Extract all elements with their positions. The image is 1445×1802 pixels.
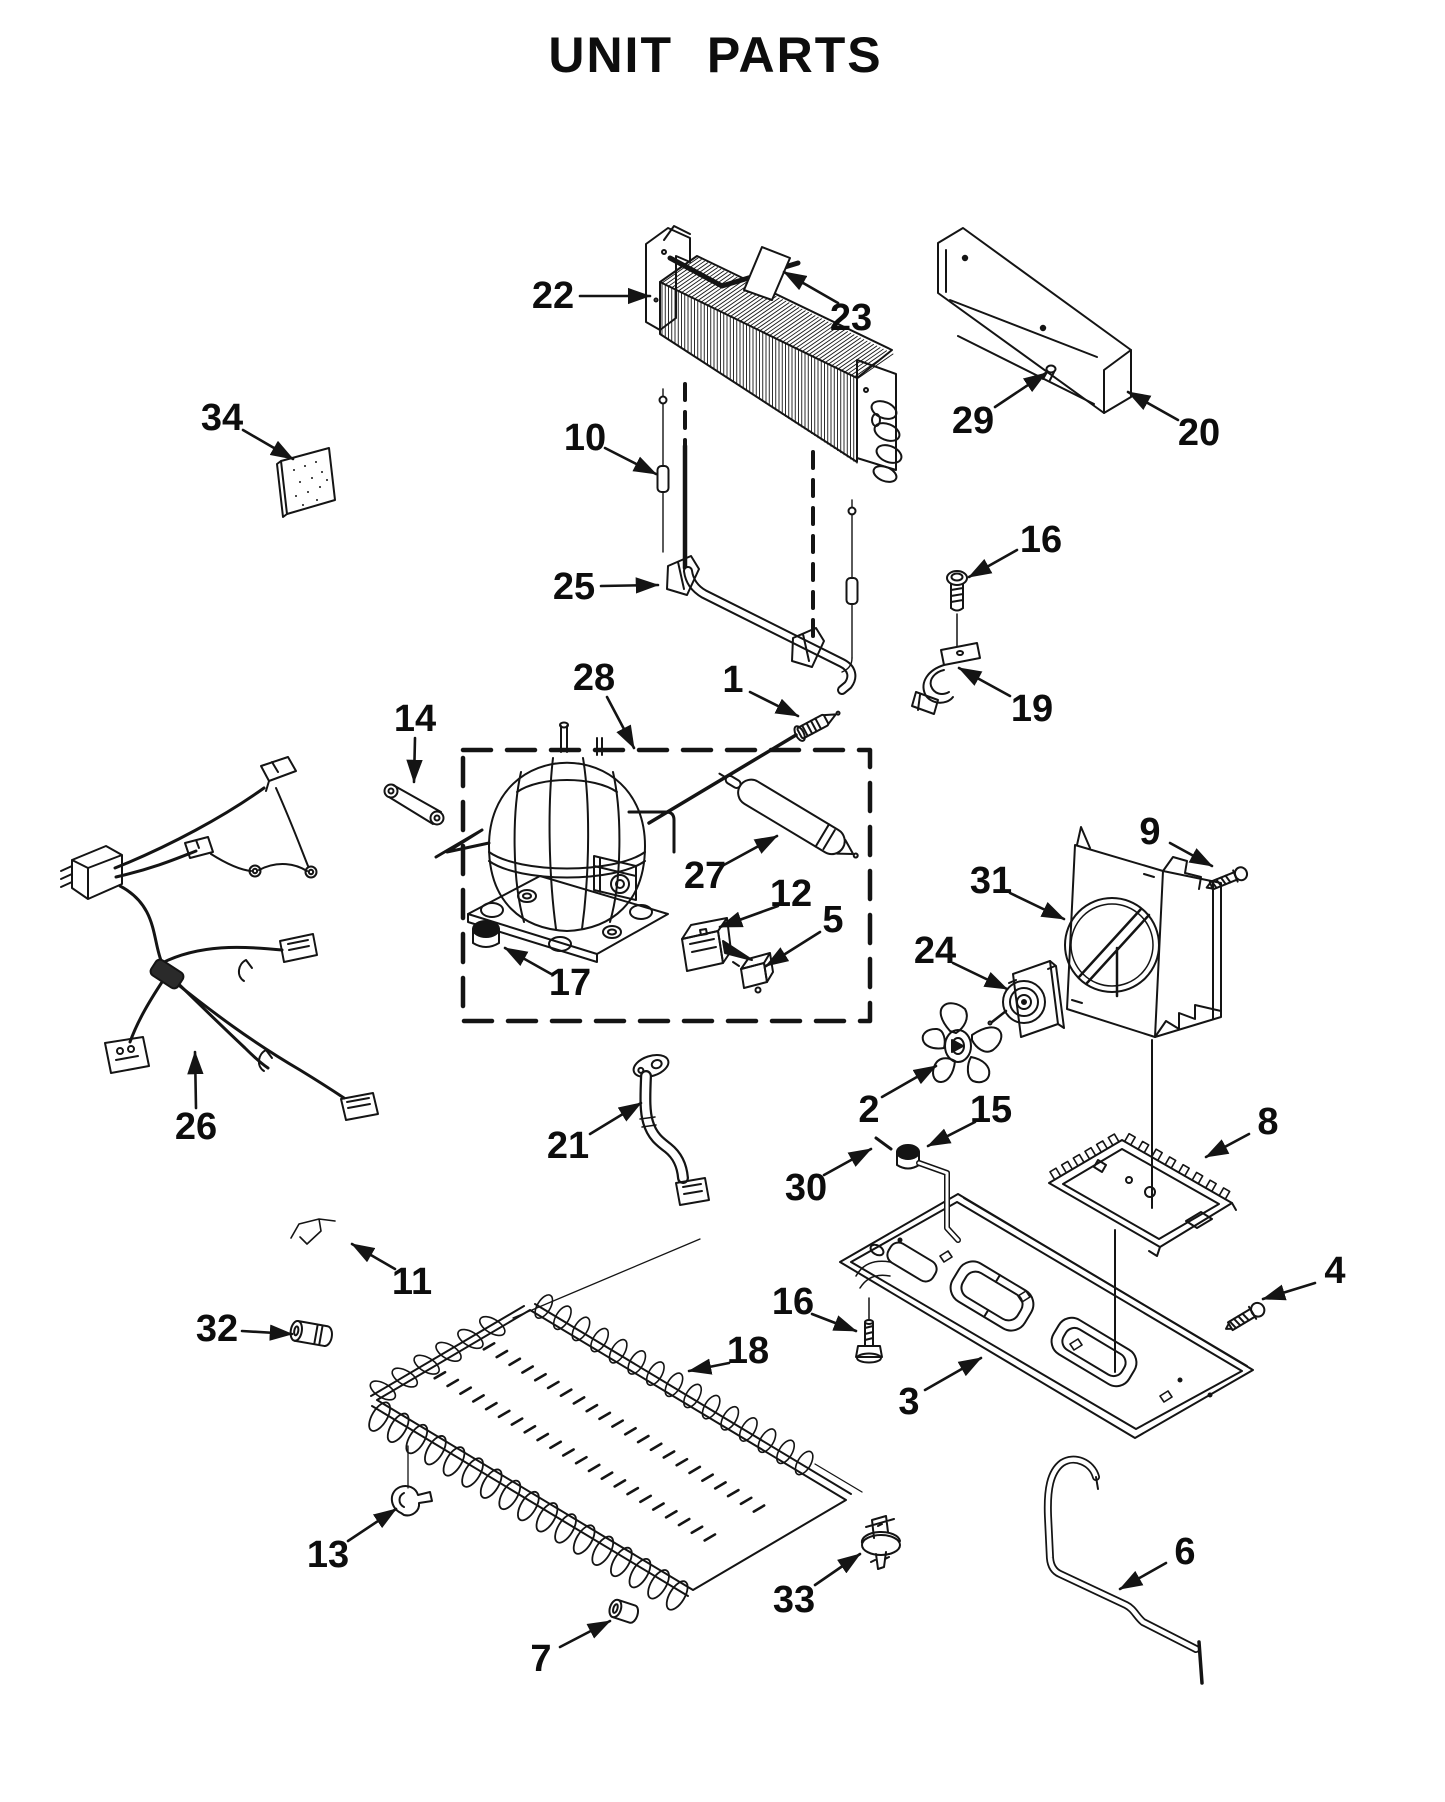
part-fan-blade-2	[921, 1002, 1003, 1084]
callout-27: 27	[683, 855, 727, 897]
callout-16b: 16	[771, 1281, 815, 1323]
callout-8: 8	[1257, 1101, 1279, 1143]
callout-3: 3	[898, 1381, 920, 1423]
part-wire-harness-26	[60, 756, 379, 1121]
part-cover-plate-34	[276, 447, 336, 518]
callout-12: 12	[769, 873, 813, 915]
callout-19: 19	[1010, 688, 1054, 730]
part-bushing-7	[608, 1598, 640, 1624]
callout-25: 25	[552, 566, 596, 608]
callout-15: 15	[969, 1089, 1013, 1131]
callout-5: 5	[822, 899, 844, 941]
part-wire-clip-11	[290, 1218, 336, 1245]
part-drain-tube-21	[632, 1053, 710, 1206]
part-mounting-link-14	[383, 783, 445, 826]
callout-21: 21	[546, 1125, 590, 1167]
callout-32: 32	[195, 1308, 239, 1350]
part-screw-16-bottom	[855, 1297, 883, 1364]
part-clip-13	[390, 1485, 433, 1517]
callout-33: 33	[772, 1579, 816, 1621]
part-suction-line-and-shields	[656, 382, 859, 695]
callout-30: 30	[784, 1167, 828, 1209]
part-condenser-tube-6	[1043, 1455, 1204, 1685]
part-fan-shroud-31	[1064, 826, 1222, 1373]
part-evaporator-22	[645, 225, 903, 483]
part-grommet-17	[472, 920, 500, 948]
callout-28: 28	[572, 657, 616, 699]
part-base-pan-3	[839, 1193, 1254, 1439]
callout-11: 11	[391, 1261, 433, 1303]
part-screw-4	[1224, 1301, 1266, 1332]
part-compressor-body	[434, 721, 676, 963]
callout-16a: 16	[1019, 519, 1063, 561]
callout-leader-arrows	[187, 270, 1317, 1649]
callout-7: 7	[530, 1638, 552, 1680]
callout-22: 22	[531, 275, 575, 317]
callout-34: 34	[200, 397, 244, 439]
callout-24: 24	[913, 930, 957, 972]
callout-18: 18	[726, 1330, 770, 1372]
part-bushing-32	[289, 1319, 333, 1347]
part-push-fastener-33	[860, 1515, 901, 1570]
part-condenser-coil-18	[368, 1238, 863, 1611]
callout-20: 20	[1177, 412, 1221, 454]
part-pin-30-and-grommet-15	[874, 1136, 961, 1243]
callout-10: 10	[563, 417, 607, 459]
callout-1: 1	[722, 659, 744, 701]
part-screw-16-top	[946, 570, 968, 647]
callout-29: 29	[951, 400, 995, 442]
part-filter-drier-27	[718, 772, 859, 859]
callout-2: 2	[858, 1089, 880, 1131]
callout-31: 31	[969, 860, 1013, 902]
part-rear-bracket-20	[937, 227, 1132, 414]
page-title: UNIT PARTS	[548, 27, 883, 83]
callout-26: 26	[174, 1106, 218, 1148]
callout-4: 4	[1324, 1250, 1346, 1292]
part-fan-motor-24	[987, 960, 1065, 1038]
part-screw-9	[1205, 866, 1249, 891]
callout-13: 13	[306, 1534, 350, 1576]
part-relay-12	[681, 917, 753, 972]
part-clamp-19	[911, 642, 981, 715]
callout-17: 17	[548, 962, 592, 1004]
part-motor-bracket-8	[1048, 1132, 1237, 1257]
part-process-tube-1	[647, 710, 841, 825]
part-compressor-kit-boundary-28	[460, 747, 873, 1024]
callout-23: 23	[829, 297, 873, 339]
callout-14: 14	[393, 698, 437, 740]
callout-9: 9	[1139, 811, 1161, 853]
callout-6: 6	[1174, 1531, 1196, 1573]
